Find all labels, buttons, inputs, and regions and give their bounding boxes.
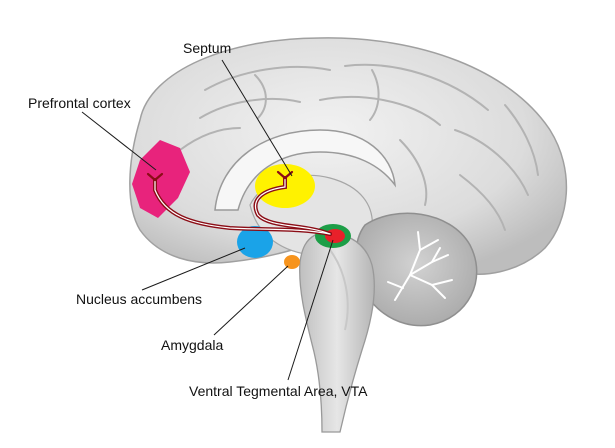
- terminal-septum: [276, 170, 294, 180]
- vta-inner-region: [325, 229, 345, 243]
- leader-lines: [81, 59, 334, 381]
- leader-vta: [287, 239, 334, 381]
- nucleus-accumbens-region: [237, 226, 273, 258]
- brainstem-shape: [299, 232, 376, 433]
- label-nucleus-accumbens: Nucleus accumbens: [76, 291, 202, 307]
- amygdala-region: [284, 255, 300, 269]
- arbor-vitae: [387, 231, 453, 301]
- leader-accumbens: [141, 247, 246, 291]
- label-septum: Septum: [183, 40, 231, 56]
- label-prefrontal-cortex: Prefrontal cortex: [28, 95, 131, 111]
- pathway-highlights: [154, 177, 331, 235]
- corpus-callosum-shape: [214, 129, 397, 211]
- axon-terminals: [146, 170, 294, 182]
- prefrontal-cortex-region: [132, 140, 190, 218]
- stem-fold: [329, 249, 349, 331]
- gyri-folds: [179, 63, 539, 231]
- terminal-prefrontal: [146, 172, 164, 182]
- leader-amygdala: [213, 265, 289, 336]
- cerebellum-shape: [355, 212, 478, 327]
- label-vta: Ventral Tegmental Area, VTA: [189, 383, 368, 399]
- leader-prefrontal: [81, 111, 157, 171]
- label-amygdala: Amygdala: [161, 337, 223, 353]
- leader-septum: [221, 59, 293, 177]
